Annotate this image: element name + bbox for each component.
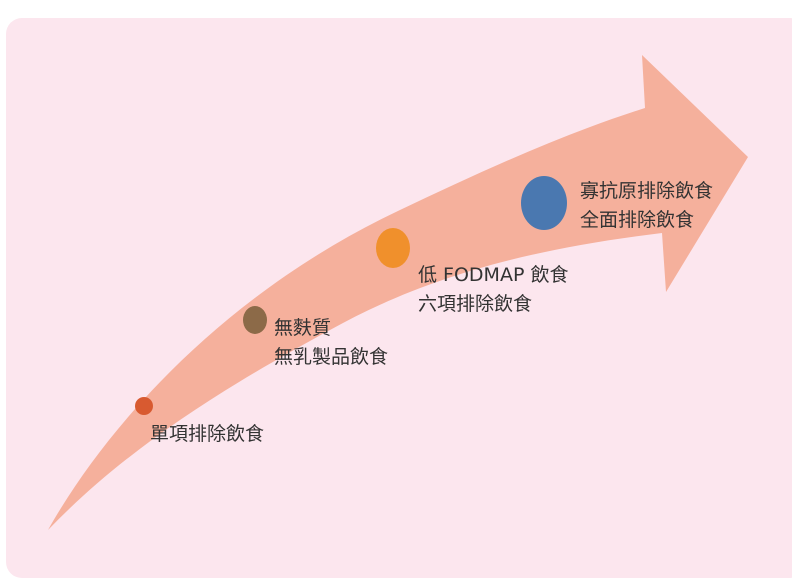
stage-3-line-1: 低 FODMAP 飲食 xyxy=(418,264,569,286)
stage-2-line-1: 無麩質 xyxy=(274,317,332,339)
stage-4-dot xyxy=(521,176,567,230)
progression-diagram xyxy=(48,55,748,530)
stage-4-line-1: 寡抗原排除飲食 xyxy=(580,180,714,202)
stage-2-dot xyxy=(243,306,267,334)
stage-2-line-2: 無乳製品飲食 xyxy=(274,346,389,368)
stage-1-dot xyxy=(135,397,153,415)
progression-arrow xyxy=(48,55,748,530)
stage-1-label: 單項排除飲食 xyxy=(150,420,264,449)
stage-2-label: 無麩質 無乳製品飲食 xyxy=(274,314,388,372)
stage-3-dot xyxy=(376,228,410,268)
stage-1-line-1: 單項排除飲食 xyxy=(150,423,265,445)
stage-4-label: 寡抗原排除飲食 全面排除飲食 xyxy=(580,177,713,235)
stage-4-line-2: 全面排除飲食 xyxy=(580,209,695,231)
stage-3-line-2: 六項排除飲食 xyxy=(418,293,533,315)
stage-3-label: 低 FODMAP 飲食 六項排除飲食 xyxy=(418,261,568,319)
